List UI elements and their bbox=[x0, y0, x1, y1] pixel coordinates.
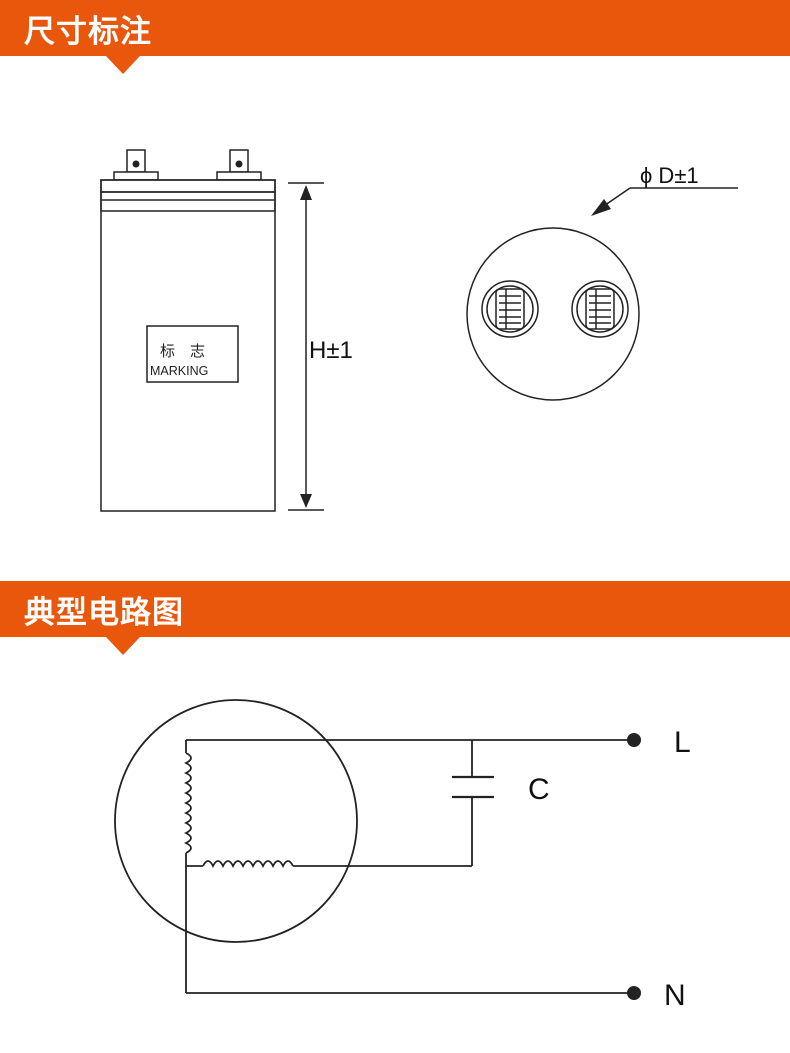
dimensions-title: 尺寸标注 bbox=[24, 14, 152, 50]
terminal-n-dot bbox=[627, 986, 641, 1000]
circuit-title: 典型电路图 bbox=[24, 595, 184, 631]
diameter-dimension-label: ϕ D±1 bbox=[640, 163, 699, 188]
dimensions-banner: 尺寸标注 bbox=[0, 0, 790, 56]
marking-box bbox=[146, 325, 239, 383]
aux-winding-coil bbox=[202, 860, 294, 869]
top-terminal-left bbox=[481, 280, 539, 338]
top-terminal-right bbox=[571, 280, 629, 338]
terminal-l-label: L bbox=[674, 726, 691, 759]
marking-label-cn: 标 志 bbox=[160, 343, 205, 360]
circuit-banner: 典型电路图 bbox=[0, 581, 790, 637]
terminal-n-label: N bbox=[664, 979, 686, 1012]
main-winding-coil bbox=[183, 752, 192, 854]
circuit-diagram bbox=[114, 699, 641, 1000]
capacitor-label: C bbox=[528, 773, 550, 806]
circuit-banner-notch bbox=[106, 637, 140, 655]
capacitor-side-view bbox=[100, 149, 324, 512]
height-dimension-label: H±1 bbox=[309, 337, 353, 364]
terminal-l-dot bbox=[627, 733, 641, 747]
motor-circle bbox=[114, 699, 358, 943]
capacitor-top-view bbox=[466, 187, 738, 401]
dimensions-banner-notch bbox=[106, 56, 140, 74]
marking-label-en: MARKING bbox=[150, 364, 208, 378]
